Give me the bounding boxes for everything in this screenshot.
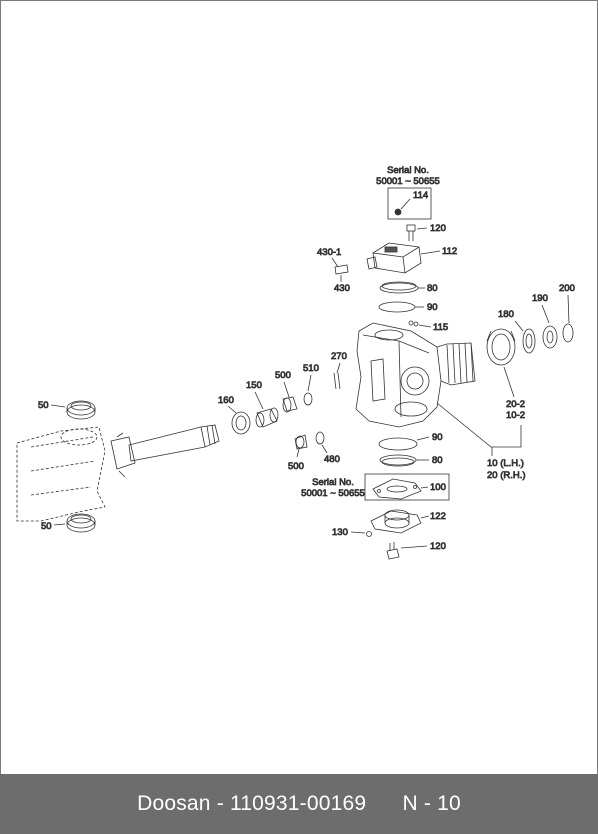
serial-label-top: Serial No. — [387, 165, 429, 176]
part-50-bearing-lower: 50 — [41, 513, 96, 533]
label-100: 100 — [430, 482, 446, 493]
part-90-oring-lower: 90 — [378, 432, 443, 451]
label-122: 122 — [430, 511, 446, 522]
label-114: 114 — [413, 190, 428, 201]
part-180-nut: 180 — [486, 309, 524, 366]
footer-page: N - 10 — [402, 792, 461, 815]
label-80-lower: 80 — [432, 455, 443, 466]
steering-knuckle-housing — [355, 322, 476, 428]
label-150: 150 — [246, 380, 262, 391]
part-120-bottom-bolt: 120 — [386, 541, 446, 560]
axle-shaft — [110, 424, 220, 478]
label-10-2: 10-2 — [506, 410, 525, 421]
label-20-2: 20-2 — [506, 399, 525, 410]
part-130: 130 — [332, 527, 372, 538]
label-50-upper: 50 — [38, 400, 49, 411]
housing-assembly-callout: 10 (L.H.) 20 (R.H.) — [436, 402, 526, 481]
part-430-fitting: 430-1 430 — [317, 247, 351, 295]
part-100-gasket: 100 — [372, 478, 446, 500]
part-112-block: 112 — [366, 242, 458, 274]
footer-brand: Doosan — [137, 792, 211, 815]
part-80-ring-top: 80 — [379, 281, 438, 294]
part-480-washer: 480 — [315, 431, 340, 465]
label-510: 510 — [303, 363, 319, 374]
part-180-washer — [522, 328, 536, 354]
serial-range-bottom: 50001 ~ 50655 — [301, 488, 365, 499]
footer-part-number: 110931-00169 — [229, 792, 367, 815]
part-122-cap: 122 — [370, 509, 446, 534]
label-group-20-2: 20-2 10-2 — [503, 366, 525, 421]
label-120-bottom: 120 — [430, 541, 446, 552]
part-510-nut: 510 — [303, 363, 319, 406]
label-190: 190 — [532, 293, 548, 304]
label-500-lower: 500 — [288, 461, 304, 472]
label-200: 200 — [559, 283, 575, 294]
label-430: 430 — [334, 283, 350, 294]
label-90-lower: 90 — [432, 432, 443, 443]
label-115: 115 — [433, 322, 448, 333]
part-200-snap-ring: 200 — [559, 283, 575, 343]
label-500-upper: 500 — [275, 370, 291, 381]
part-150-bushing: 150 — [246, 380, 279, 428]
part-190-washer: 190 — [532, 293, 558, 349]
label-10-lh: 10 (L.H.) — [487, 458, 524, 469]
label-180: 180 — [498, 309, 514, 320]
part-120-top-bolt: 120 — [406, 223, 446, 241]
part-114: 114 — [394, 190, 429, 216]
serial-label-bottom: Serial No. — [312, 477, 354, 488]
serial-box-top — [387, 187, 432, 220]
part-115: 115 — [408, 320, 449, 333]
serial-box-bottom — [364, 473, 450, 501]
label-112: 112 — [442, 246, 457, 257]
part-90-oring-top: 90 — [378, 301, 438, 313]
label-430-1: 430-1 — [317, 247, 341, 258]
label-120-top: 120 — [430, 223, 446, 234]
part-50-bearing-upper: 50 — [38, 400, 96, 420]
serial-range-top: 50001 ~ 50655 — [376, 176, 440, 187]
serial-number-callout-top: Serial No. 50001 ~ 50655 — [376, 165, 440, 220]
footer-bar: Doosan - 110931-00169 N - 10 — [0, 774, 598, 834]
label-160: 160 — [218, 395, 234, 406]
axle-housing-end — [16, 426, 106, 522]
part-500-pin-lower: 500 — [288, 434, 308, 472]
part-80-ring-lower: 80 — [379, 454, 443, 467]
serial-number-callout-bottom: Serial No. 50001 ~ 50655 — [301, 473, 450, 501]
label-20-rh: 20 (R.H.) — [487, 470, 526, 481]
part-500-pin-upper: 500 — [275, 370, 298, 413]
label-80-top: 80 — [427, 283, 438, 294]
exploded-parts-diagram: Serial No. 50001 ~ 50655 114 120 112 — [16, 165, 575, 560]
label-50-lower: 50 — [41, 521, 52, 532]
part-270-bolt: 270 — [331, 351, 347, 390]
label-480: 480 — [324, 454, 340, 465]
label-90-top: 90 — [427, 302, 438, 313]
part-160-bearing: 160 — [218, 395, 251, 435]
label-270: 270 — [331, 351, 347, 362]
label-130: 130 — [332, 527, 348, 538]
